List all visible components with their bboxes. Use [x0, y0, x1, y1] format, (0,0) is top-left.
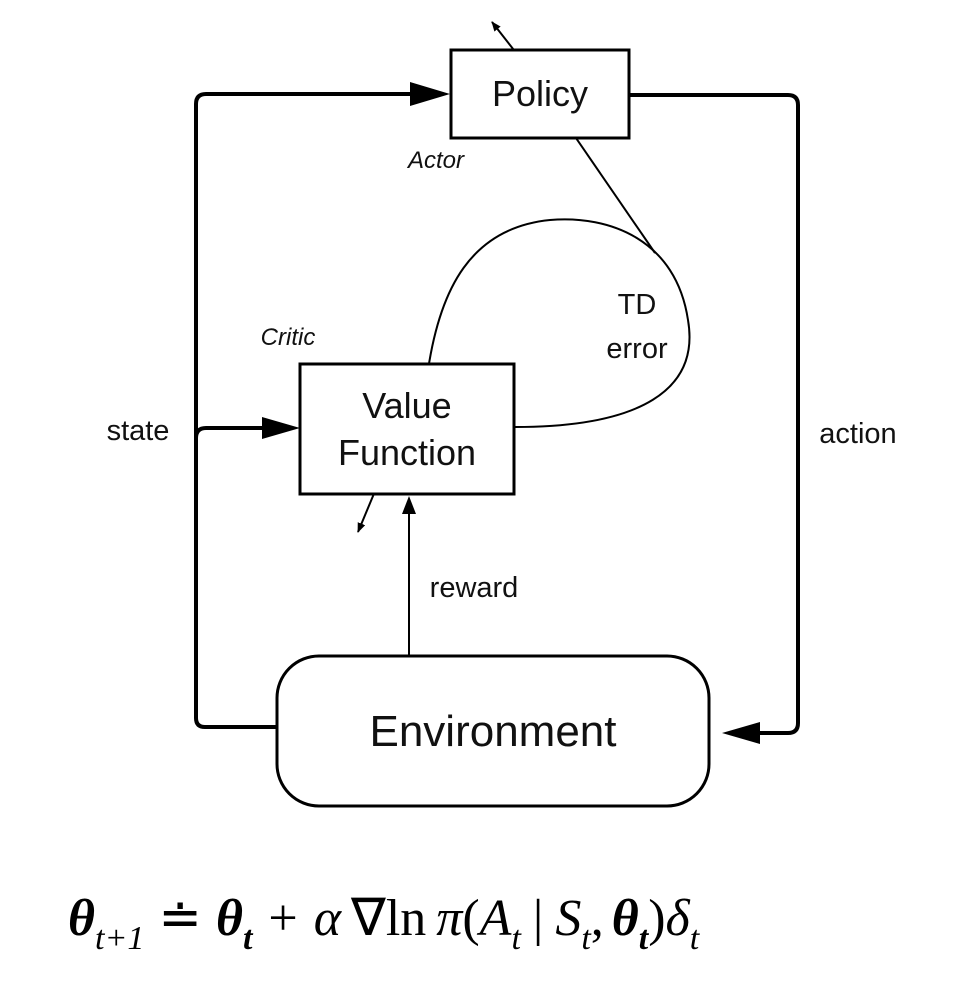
td-error-label-line2: error	[606, 333, 668, 365]
eq-defeq: ≐	[158, 890, 202, 947]
eq-sub-t-plus-1: t+1	[95, 920, 144, 957]
policy-label: Policy	[492, 73, 588, 114]
eq-alpha: α	[314, 890, 343, 947]
eq-delta: δ	[666, 890, 691, 947]
state-arrowhead-policy	[410, 82, 450, 106]
reward-label: reward	[430, 572, 519, 604]
eq-A: A	[477, 890, 512, 947]
action-arrowhead	[722, 722, 760, 744]
state-arrowhead-value-function	[262, 417, 300, 439]
environment-label: Environment	[369, 707, 616, 756]
eq-sub-t-5: t	[690, 920, 701, 957]
eq-sub-t-3: t	[581, 920, 592, 957]
state-arrow-to-policy	[194, 92, 410, 729]
td-error-to-policy-line	[564, 121, 656, 254]
eq-bar: |	[533, 890, 543, 947]
eq-theta-2: θ	[216, 890, 243, 947]
reward-arrowhead	[402, 496, 416, 514]
value-function-label-line2: Function	[338, 432, 476, 473]
policy-box	[449, 48, 631, 140]
eq-close-paren: )	[648, 890, 665, 947]
eq-plus: +	[268, 890, 297, 947]
state-arrow-to-value-function	[194, 426, 262, 439]
critic-label: Critic	[261, 324, 316, 351]
eq-open-paren: (	[462, 890, 479, 947]
value-function-box	[298, 362, 516, 496]
eq-S: S	[555, 890, 581, 947]
td-error-curve	[427, 218, 691, 428]
eq-nabla-ln: ∇ln	[350, 890, 426, 947]
eq-sub-t-2: t	[511, 920, 522, 957]
action-label: action	[819, 418, 896, 450]
eq-sub-t-4: t	[639, 920, 650, 957]
eq-comma: ,	[591, 890, 604, 947]
eq-pi: π	[436, 890, 464, 947]
value-function-label-line1: Value	[362, 385, 451, 426]
state-label: state	[107, 415, 170, 447]
action-arrow	[628, 93, 800, 735]
td-error-label-line1: TD	[618, 289, 657, 321]
eq-theta-1: θ	[68, 890, 95, 947]
environment-box	[275, 654, 711, 808]
svg-text:θt+1≐θt+α∇lnπ(At|St,θt)δt: θt+1≐θt+α∇lnπ(At|St,θt)δt	[68, 890, 701, 957]
actor-label: Actor	[406, 147, 465, 174]
eq-sub-t-1: t	[243, 920, 254, 957]
eq-theta-3: θ	[612, 890, 639, 947]
